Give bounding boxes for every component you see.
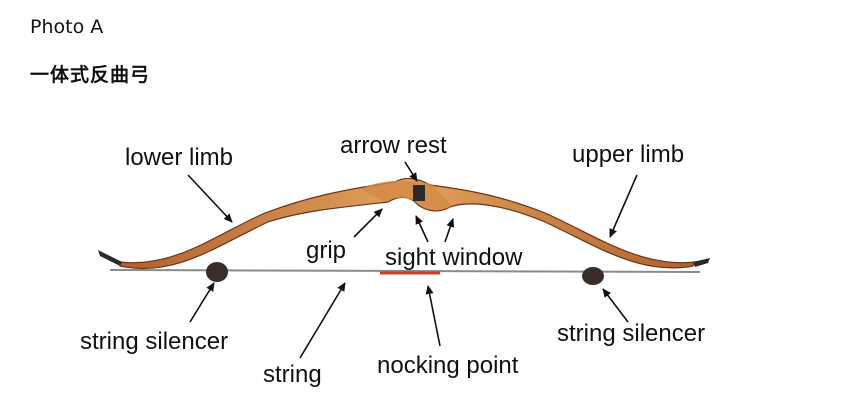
subtitle: 一体式反曲弓: [30, 64, 151, 86]
label-lower-limb: lower limb: [125, 144, 233, 171]
arrow-nocking-point: [425, 285, 441, 347]
arrow-sight-window-1: [415, 215, 429, 243]
arrow-upper-limb: [609, 174, 638, 238]
upper-limb-tip: [693, 258, 710, 267]
photo-label: Photo A: [30, 16, 104, 38]
arrow-sight-window-2: [444, 218, 455, 243]
arrow-grip: [353, 208, 383, 238]
label-nocking-point: nocking point: [377, 352, 519, 379]
string-silencer-right-marker: [582, 267, 604, 285]
arrow-string-silencer-left: [189, 282, 215, 323]
label-grip: grip: [306, 237, 346, 264]
arrow-arrow-rest: [404, 161, 418, 182]
arrow-lower-limb: [187, 174, 233, 223]
arrow-string: [299, 282, 346, 359]
label-string: string: [263, 361, 322, 388]
lower-limb-tip: [98, 250, 122, 266]
label-upper-limb: upper limb: [572, 141, 684, 168]
arrow-string-silencer-right: [602, 288, 629, 323]
string-silencer-left-marker: [206, 262, 228, 282]
label-string-silencer-right: string silencer: [557, 320, 705, 347]
arrow-rest-block: [413, 185, 425, 201]
riser: [360, 180, 452, 211]
label-string-silencer-left: string silencer: [80, 328, 228, 355]
label-sight-window: sight window: [385, 244, 523, 271]
label-arrow-rest: arrow rest: [340, 132, 447, 159]
